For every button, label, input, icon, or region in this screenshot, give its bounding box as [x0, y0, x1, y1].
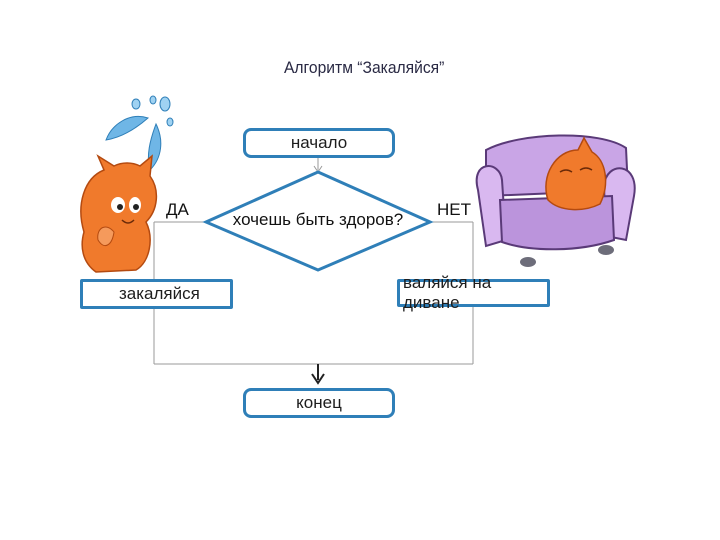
no-action-node: валяйся на диване	[397, 273, 550, 312]
end-node: конец	[243, 388, 395, 418]
yes-action-node: закаляйся	[80, 279, 233, 309]
yes-branch-label: ДА	[166, 200, 189, 219]
diagram-title: Алгоритм “Закаляйся”	[283, 58, 445, 77]
sofa-cat-illustration	[475, 134, 636, 267]
decision-node-label: хочешь быть здоров?	[232, 210, 404, 229]
no-branch-label: НЕТ	[437, 200, 471, 219]
start-node: начало	[243, 128, 395, 158]
start-node-label: начало	[290, 133, 348, 152]
yes-action-label: закаляйся	[119, 284, 200, 303]
no-action-label: валяйся на диване	[403, 273, 492, 312]
water-splash-illustration	[105, 95, 174, 171]
arrow-to-end	[311, 364, 325, 385]
decision-diamond	[202, 170, 434, 272]
end-node-label: конец	[296, 393, 342, 412]
cat-left-illustration	[80, 154, 158, 273]
